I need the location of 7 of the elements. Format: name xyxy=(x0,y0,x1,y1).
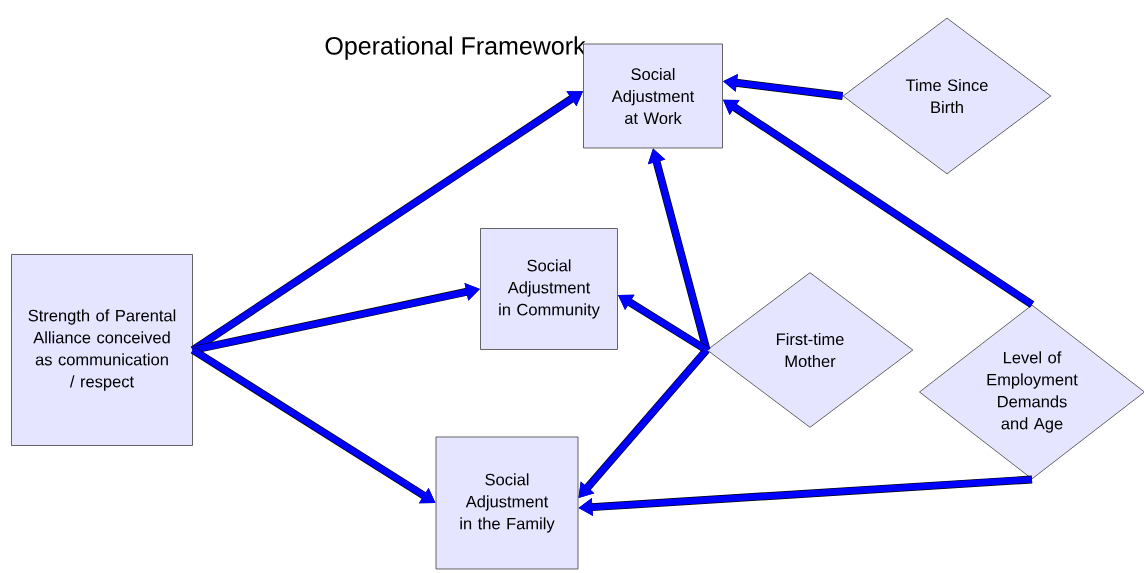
process-box: Social Adjustment at Work xyxy=(583,43,723,149)
arrow xyxy=(578,347,710,498)
process-box: Strength of Parental Alliance conceived as communication / respect xyxy=(11,254,193,446)
process-box: Social Adjustment in the Family xyxy=(435,436,579,570)
title: Operational Framework xyxy=(325,36,586,60)
process-box: Social Adjustment in Community xyxy=(480,228,618,350)
arrow xyxy=(723,99,1035,308)
